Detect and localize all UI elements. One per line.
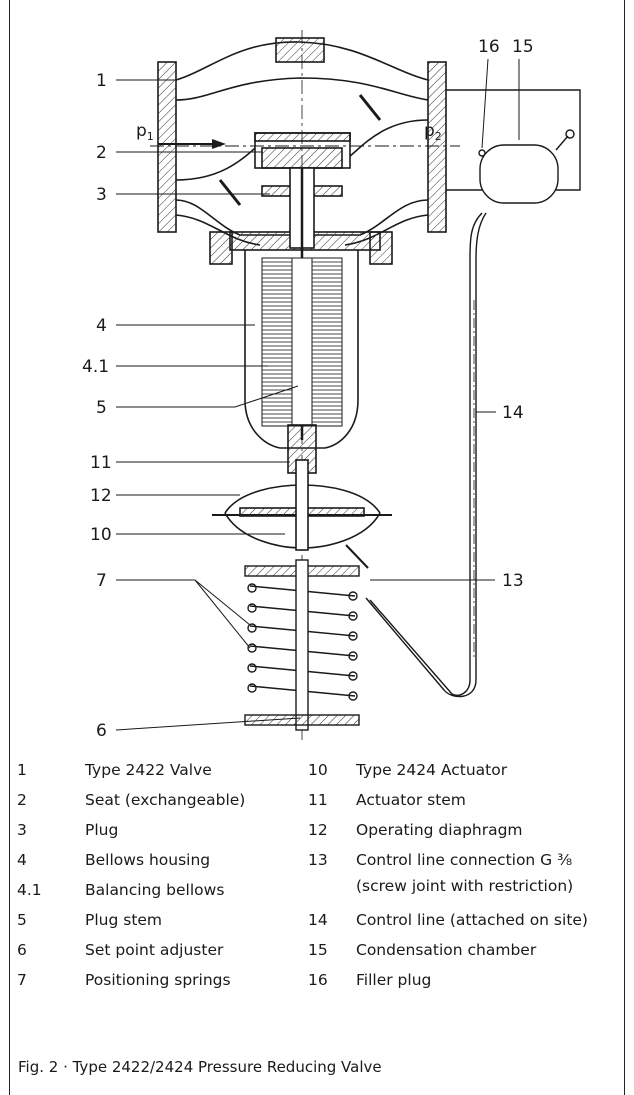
flow-arrow [158, 139, 226, 149]
valve-body [150, 30, 460, 740]
callout-16: 16 [478, 37, 500, 57]
valve-drawing: 1 2 3 4 4.1 5 11 12 10 7 6 16 15 14 13 p… [82, 30, 581, 741]
bonnet-and-stem [209, 167, 393, 440]
bellows-housing [244, 250, 359, 474]
figure-caption: Fig. 2 · Type 2422/2424 Pressure Reducin… [18, 1058, 382, 1076]
callout-6: 6 [96, 721, 107, 741]
callout-14: 14 [502, 403, 524, 423]
figure-frame [9, 0, 625, 1095]
leader-lines [115, 58, 520, 731]
pressure-p2: p2 [424, 121, 442, 143]
pressure-p1: p1 [136, 121, 154, 143]
callout-4: 4 [96, 316, 107, 336]
callout-11: 11 [90, 453, 112, 473]
callout-7: 7 [96, 571, 107, 591]
callout-5: 5 [96, 398, 107, 418]
callout-13: 13 [502, 571, 524, 591]
springs [244, 559, 360, 731]
callout-10: 10 [90, 525, 112, 545]
callout-3: 3 [96, 185, 107, 205]
callout-12: 12 [90, 486, 112, 506]
callout-labels: 1 2 3 4 4.1 5 11 12 10 7 6 16 15 14 13 p… [82, 37, 534, 741]
control-line [365, 89, 581, 698]
callout-1: 1 [96, 71, 107, 91]
callout-2: 2 [96, 143, 107, 163]
actuator [212, 459, 392, 569]
callout-4-1: 4.1 [82, 357, 109, 377]
callout-15: 15 [512, 37, 534, 57]
